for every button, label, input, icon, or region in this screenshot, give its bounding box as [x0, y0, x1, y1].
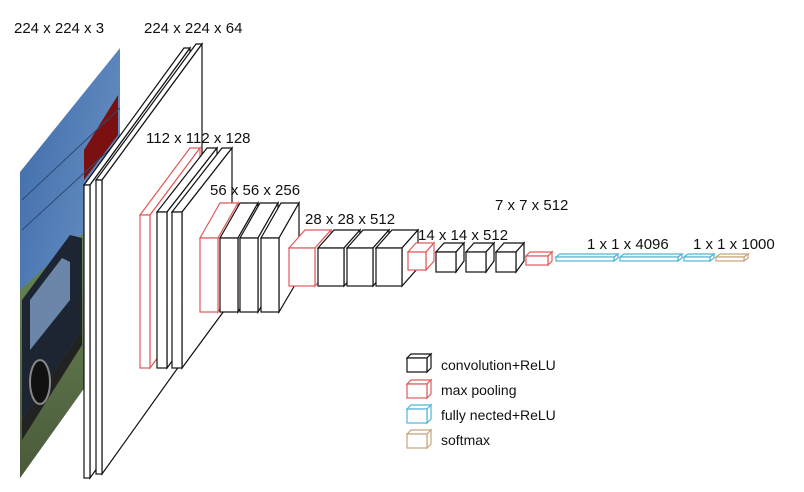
- label-conv2: 112 x 112 x 128: [146, 130, 251, 147]
- legend-item-conv: convolution+ReLU: [405, 352, 556, 374]
- legend-swatch-conv: [405, 352, 433, 374]
- conv4-block: [287, 228, 420, 288]
- legend-label-softmax: softmax: [441, 432, 490, 448]
- conv3-block: [198, 200, 301, 315]
- label-pool5: 7 x 7 x 512: [495, 197, 568, 214]
- conv4-box: [374, 228, 420, 288]
- label-fc: 1 x 1 x 4096: [587, 236, 669, 253]
- conv5-box: [494, 241, 526, 274]
- legend-label-pool: max pooling: [441, 382, 517, 398]
- label-input: 224 x 224 x 3: [14, 20, 104, 37]
- legend-label-fc: fully nected+ReLU: [441, 407, 556, 423]
- pool4-box: [406, 241, 436, 272]
- legend-item-fc: fully nected+ReLU: [405, 403, 556, 425]
- conv5-block: [406, 241, 526, 274]
- pool5-box: [524, 250, 554, 267]
- legend-label-conv: convolution+ReLU: [441, 357, 556, 373]
- softmax-box: [714, 252, 750, 263]
- label-softmax: 1 x 1 x 1000: [693, 236, 775, 253]
- conv2-block: [138, 146, 234, 370]
- legend-swatch-fc: [405, 403, 433, 425]
- label-conv5: 14 x 14 x 512: [418, 227, 508, 244]
- fc7-box: [618, 252, 684, 263]
- legend-item-softmax: softmax: [405, 428, 490, 450]
- legend-swatch-pool: [405, 378, 433, 400]
- conv3-box: [238, 200, 280, 315]
- legend: convolution+ReLU max pooling fully necte…: [405, 352, 556, 450]
- fc6-box: [554, 252, 620, 263]
- conv5-box: [434, 241, 466, 274]
- label-conv4: 28 x 28 x 512: [305, 211, 395, 228]
- legend-item-pool: max pooling: [405, 378, 517, 400]
- label-conv3: 56 x 56 x 256: [210, 182, 300, 199]
- conv5-box: [464, 241, 496, 274]
- fc-layers: [554, 252, 716, 263]
- legend-swatch-softmax: [405, 428, 433, 450]
- label-conv1: 224 x 224 x 64: [144, 20, 242, 37]
- fc8-box: [682, 252, 716, 263]
